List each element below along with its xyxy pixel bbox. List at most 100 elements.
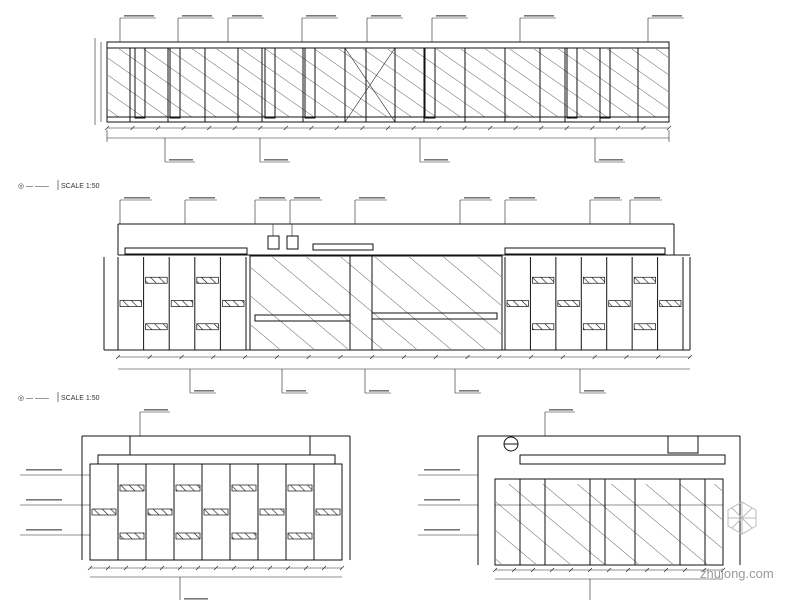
- dimension-tick: [666, 125, 672, 131]
- dimension-tick: [130, 125, 135, 131]
- leader-annotation: [232, 15, 262, 17]
- dimension-tick: [528, 354, 534, 360]
- dimension-tick: [213, 565, 219, 571]
- dimension-tick: [644, 567, 650, 573]
- leader-annotation: [144, 409, 168, 411]
- dimension-tick: [615, 125, 621, 131]
- dimension-tick: [195, 565, 201, 571]
- dimension-tick: [587, 567, 593, 573]
- door-frame: [134, 47, 146, 119]
- dimension-tick: [242, 354, 248, 360]
- dimension-tick: [624, 354, 629, 360]
- leader-annotation: [26, 499, 62, 501]
- lattice-slat: [91, 508, 117, 516]
- leader-annotation: [306, 15, 336, 17]
- dimension-tick: [539, 125, 544, 131]
- dimension-tick: [141, 565, 147, 571]
- dimension-tick: [303, 565, 309, 571]
- dimension-tick: [334, 125, 340, 131]
- lattice-slat: [532, 276, 555, 284]
- dimension-tick: [687, 354, 693, 360]
- dimension-tick: [411, 125, 416, 131]
- leader-annotation: [286, 390, 306, 392]
- leader-annotation: [652, 15, 682, 17]
- middle-elevation: [103, 197, 693, 394]
- door-frame: [264, 47, 276, 119]
- watermark: zhulong.com: [700, 501, 774, 581]
- lattice-slat: [608, 300, 631, 307]
- lattice-slat: [222, 300, 245, 307]
- leader-annotation: [424, 469, 460, 471]
- dimension-tick: [656, 354, 661, 360]
- dimension-tick: [564, 125, 570, 131]
- lattice-slat: [287, 532, 313, 540]
- leader-annotation: [464, 197, 490, 199]
- dimension-tick: [104, 125, 110, 131]
- dimension-tick: [338, 354, 343, 360]
- lattice-slat: [287, 484, 313, 492]
- dimension-tick: [530, 567, 536, 573]
- dimension-tick: [147, 354, 152, 360]
- dimension-tick: [306, 354, 311, 360]
- leader-annotation: [124, 15, 154, 17]
- lattice-slat: [145, 323, 168, 331]
- leader-annotation: [594, 197, 620, 199]
- leader-annotation: [169, 159, 193, 161]
- scale-text: SCALE 1:50: [61, 183, 100, 190]
- door-frame: [169, 47, 181, 119]
- leader-annotation: [424, 529, 460, 531]
- dimension-tick: [231, 565, 237, 571]
- dimension-tick: [249, 565, 255, 571]
- dimension-tick: [211, 354, 216, 360]
- dimension-tick: [511, 567, 517, 573]
- leader-annotation: [26, 469, 62, 471]
- leader-annotation: [599, 159, 623, 161]
- leader-annotation: [509, 197, 535, 199]
- dimension-tick: [339, 565, 345, 571]
- leader-annotation: [259, 197, 285, 199]
- leader-annotation: [124, 197, 150, 199]
- dimension-tick: [701, 567, 707, 573]
- leader-annotation: [294, 197, 320, 199]
- dimension-tick: [641, 125, 646, 131]
- dimension-tick: [181, 125, 186, 131]
- leader-annotation: [359, 197, 385, 199]
- lattice-slat: [231, 532, 257, 540]
- dimension-tick: [105, 565, 111, 571]
- dimension-tick: [309, 125, 314, 131]
- lattice-slat: [582, 323, 606, 331]
- dimension-tick: [232, 125, 237, 131]
- leader-annotation: [424, 499, 460, 501]
- lattice-slat: [231, 484, 257, 492]
- dimension-tick: [560, 354, 566, 360]
- dimension-tick: [625, 567, 631, 573]
- dimension-tick: [285, 565, 291, 571]
- leader-annotation: [194, 390, 214, 392]
- lattice-slat: [119, 484, 145, 492]
- dimension-tick: [592, 354, 597, 360]
- door-frame: [424, 47, 436, 119]
- leader-annotation: [182, 15, 212, 17]
- lattice-slat: [633, 323, 656, 331]
- dimension-tick: [513, 125, 518, 131]
- dimension-tick: [370, 354, 375, 360]
- lattice-slat: [196, 323, 219, 331]
- dimension-tick: [274, 354, 280, 360]
- leader-annotation: [549, 409, 573, 411]
- dimension-tick: [267, 565, 273, 571]
- dimension-tick: [360, 125, 365, 131]
- dimension-tick: [401, 354, 407, 360]
- leader-annotation: [634, 197, 660, 199]
- lattice-slat: [506, 300, 529, 307]
- lattice-slat: [175, 484, 201, 492]
- scale-text-2: SCALE 1:50: [61, 395, 100, 402]
- lattice-slat: [582, 276, 606, 284]
- dimension-tick: [155, 125, 161, 131]
- leader-annotation: [524, 15, 554, 17]
- dimension-tick: [321, 565, 327, 571]
- dimension-tick: [606, 567, 612, 573]
- dimension-tick: [682, 567, 688, 573]
- leader-annotation: [26, 529, 62, 531]
- scale-label-b: ◎ — —— SCALE 1:50: [18, 392, 100, 402]
